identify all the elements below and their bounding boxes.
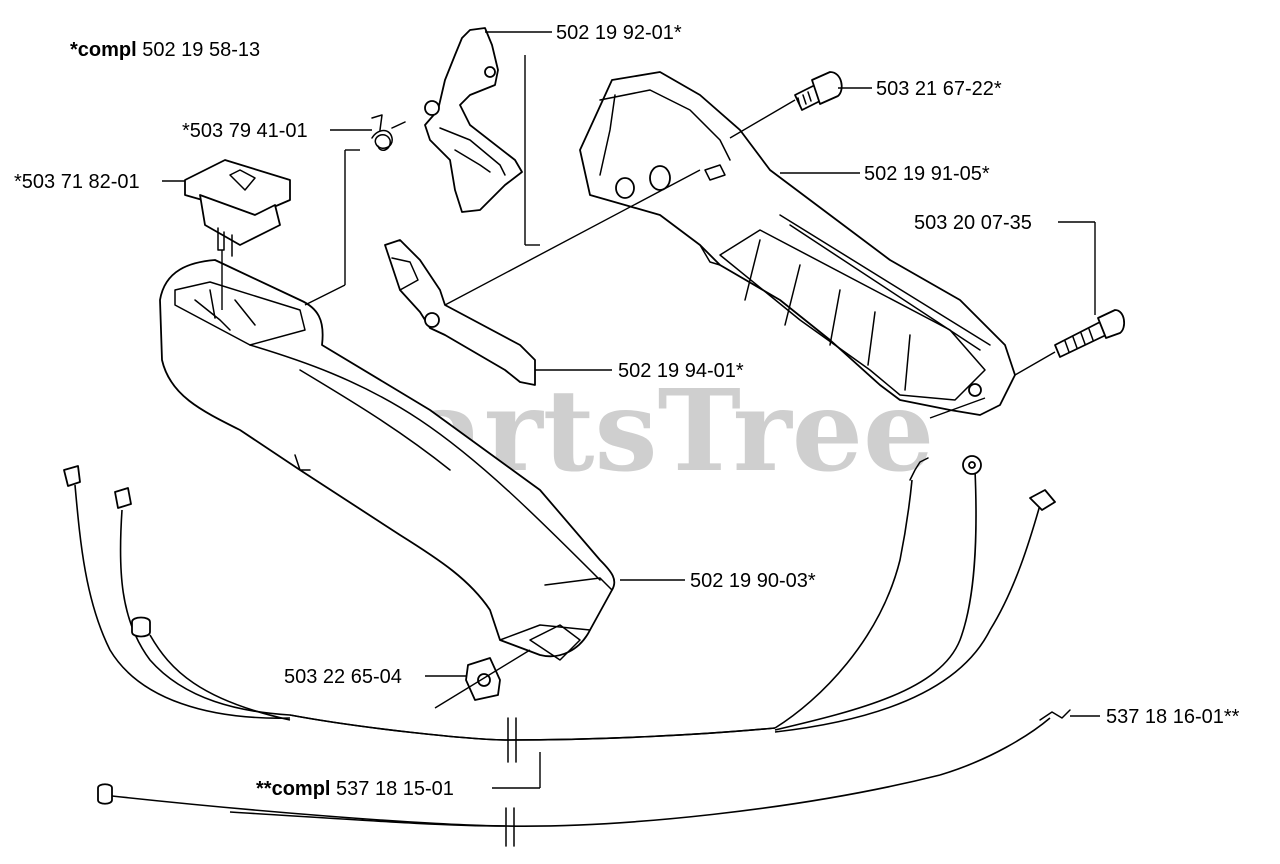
cable-end-label: 537 18 16-01** <box>1106 706 1240 728</box>
lower-cable-part <box>97 709 1071 847</box>
throttle-trigger-label: 502 19 94-01* <box>618 360 744 382</box>
handle-left-half-label: 502 19 90-03* <box>690 570 816 592</box>
handle-left-half-part <box>159 259 616 661</box>
screw-side-part <box>1054 309 1126 358</box>
cable-harness-part <box>63 455 1056 763</box>
leader-lines <box>162 31 1100 789</box>
stop-switch-label: *503 71 82-01 <box>14 171 140 193</box>
stop-switch-part <box>184 159 291 257</box>
throttle-lockout-label: 502 19 92-01* <box>556 22 682 44</box>
handle-right-half-label: 502 19 91-05* <box>864 163 990 185</box>
compl-cable-label: **compl 537 18 15-01 <box>256 778 454 800</box>
part-labels: *compl 502 19 58-13 502 19 92-01* 503 21… <box>14 22 1240 800</box>
spring-part <box>371 114 406 151</box>
nut-label: 503 22 65-04 <box>284 666 402 688</box>
screw-side-label: 503 20 07-35 <box>914 212 1032 234</box>
spring-label: *503 79 41-01 <box>182 120 308 142</box>
throttle-trigger-part <box>384 239 536 386</box>
screw-top-label: 503 21 67-22* <box>876 78 1002 100</box>
screw-top-part <box>794 71 843 111</box>
handle-right-half-part <box>579 71 1016 416</box>
compl-assembly-label: *compl 502 19 58-13 <box>70 39 260 61</box>
throttle-lockout-part <box>424 27 523 213</box>
